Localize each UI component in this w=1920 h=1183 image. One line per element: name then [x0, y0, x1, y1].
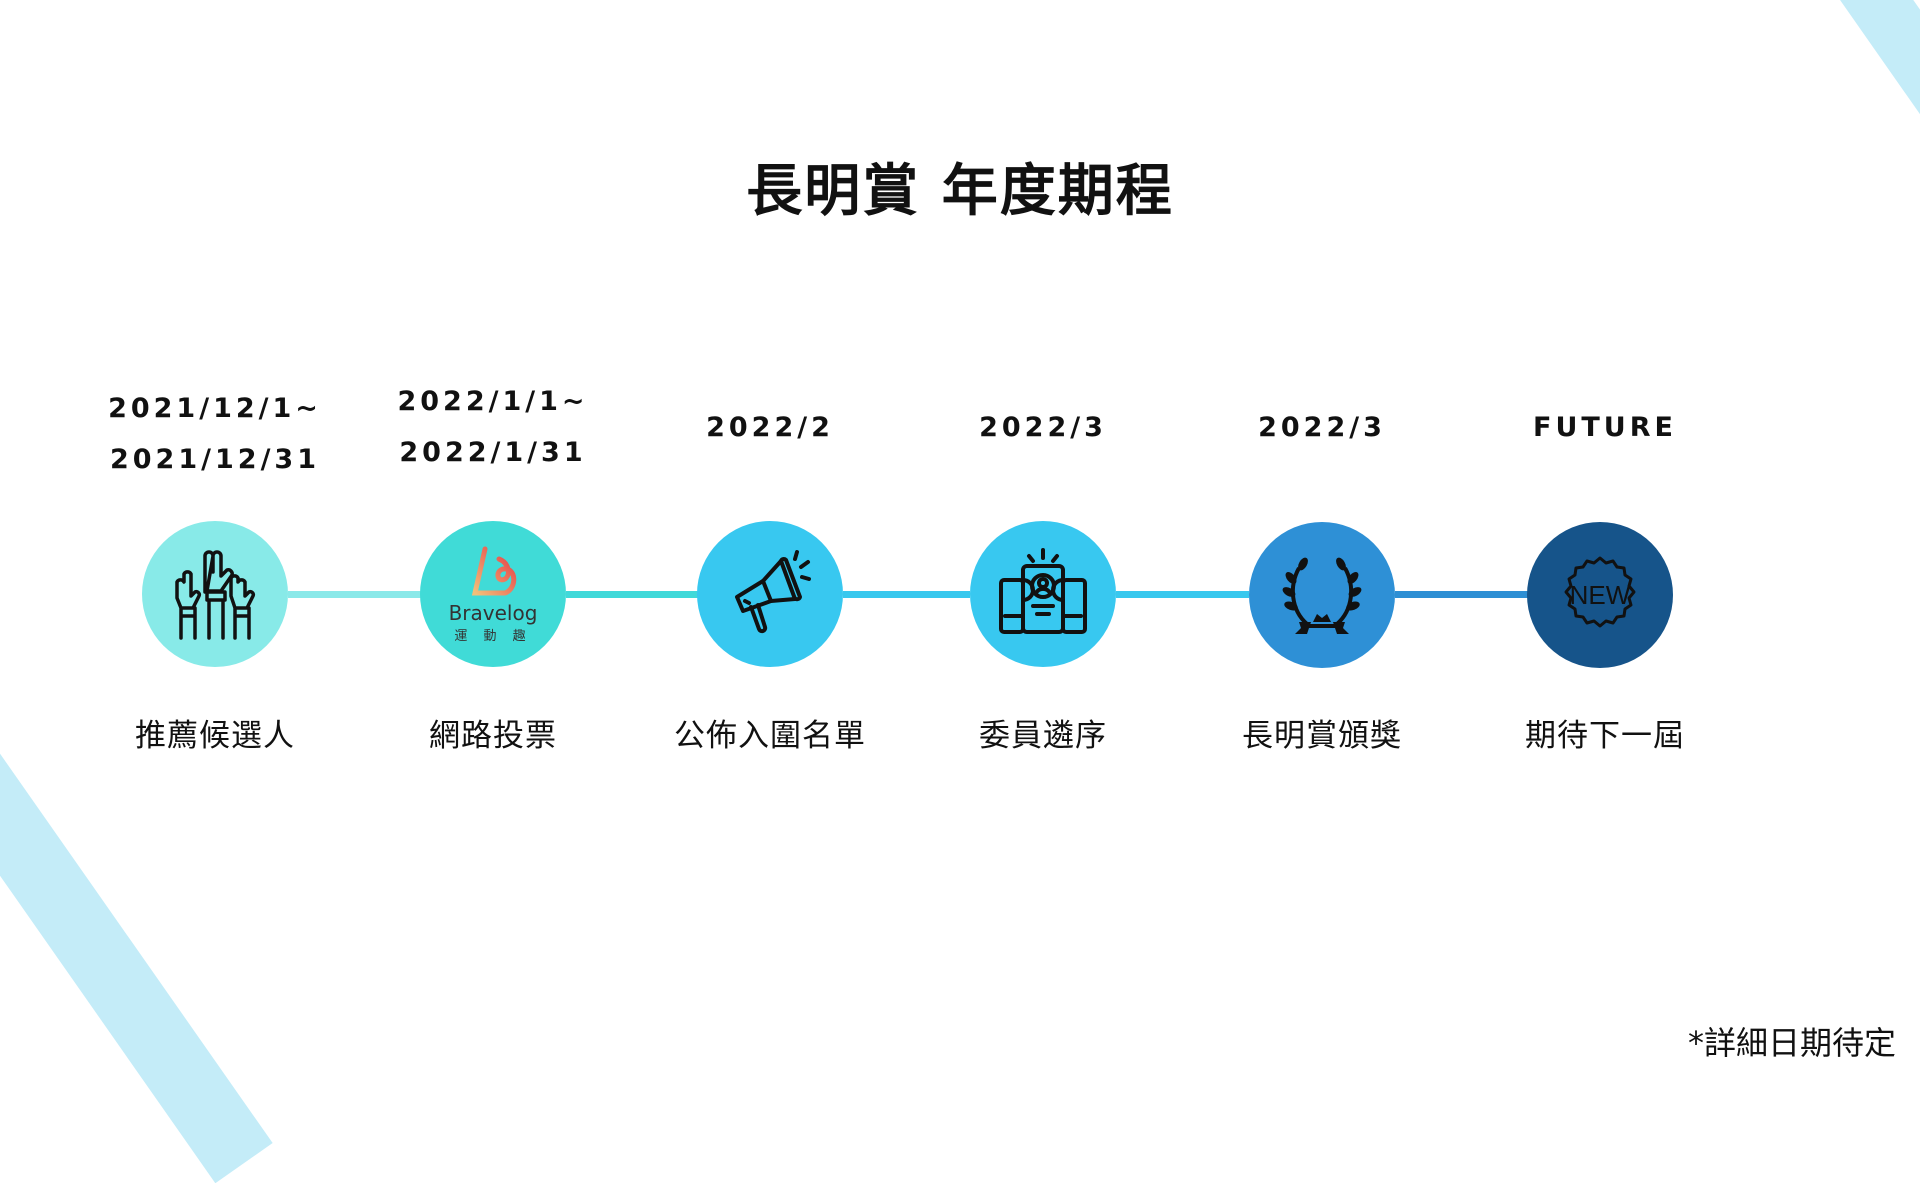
milestone-date: 2022/3: [979, 412, 1107, 443]
milestone-date: 2022/3: [1258, 412, 1386, 443]
bravelog-logo-text: Bravelog: [448, 600, 538, 625]
raised-hands-icon: [142, 521, 288, 667]
bravelog-logo: Bravelog 運 動 趣: [420, 521, 566, 667]
page-title: 長明賞 年度期程: [746, 159, 1174, 224]
milestone-label: 長明賞頒獎: [1242, 718, 1402, 754]
timeline-connector: [1395, 591, 1528, 598]
decorative-stripe: [0, 749, 273, 1183]
megaphone-icon: [697, 521, 843, 667]
timeline-connector: [1116, 591, 1249, 598]
milestone-date: 2022/2: [706, 412, 834, 443]
timeline-connector: [288, 591, 421, 598]
milestone-date: FUTURE: [1533, 412, 1677, 443]
candidate-profile-icon: [970, 521, 1116, 667]
laurel-wreath-icon: [1249, 522, 1395, 668]
timeline-connector: [566, 591, 699, 598]
new-badge-icon: NEW: [1527, 522, 1673, 668]
timeline-connector: [843, 591, 970, 598]
milestone-label: 網路投票: [429, 718, 557, 754]
milestone-date: 2021/12/31: [109, 444, 320, 475]
milestone-date: 2021/12/1~: [108, 393, 322, 424]
milestone-date: 2022/1/1~: [397, 386, 589, 417]
footnote: *詳細日期待定: [1687, 1024, 1896, 1062]
milestone-label: 期待下一屆: [1525, 718, 1685, 754]
new-badge-text: NEW: [1570, 580, 1631, 610]
milestone-label: 委員遴序: [979, 718, 1107, 754]
milestone-date: 2022/1/31: [399, 437, 587, 468]
bravelog-logo-subtext: 運 動 趣: [454, 628, 532, 644]
milestone-label: 公佈入圍名單: [674, 718, 866, 754]
milestone-label: 推薦候選人: [135, 718, 295, 754]
